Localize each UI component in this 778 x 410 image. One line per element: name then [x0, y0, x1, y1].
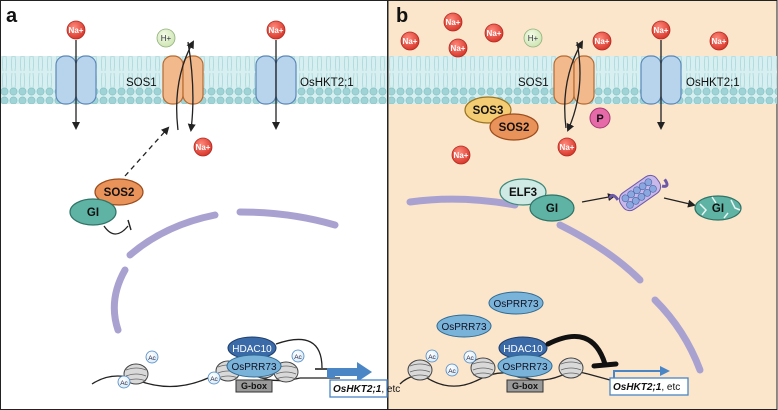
sodium-ion: Na+	[443, 12, 463, 32]
sos1-transporter-a	[162, 40, 204, 132]
gi-b	[529, 194, 575, 222]
g-box-b	[506, 379, 544, 393]
sodium-ion: Na+	[266, 20, 286, 40]
svg-text:Na+: Na+	[403, 37, 418, 46]
free-osprr73-label: OsPRR73	[493, 299, 538, 310]
repression-bar-b	[591, 361, 619, 369]
svg-text:H+: H+	[161, 34, 172, 43]
sodium-ion: Na+	[451, 145, 471, 165]
sos1-label-a: SOS1	[126, 77, 157, 89]
gene-box-b	[609, 377, 689, 396]
svg-text:Na+: Na+	[654, 26, 669, 35]
sodium-ion: Na+	[592, 31, 612, 51]
acetyl-tag: Ac	[117, 375, 131, 389]
panel-a-letter: a	[6, 5, 18, 27]
svg-text:Na+: Na+	[454, 151, 469, 160]
repression-line-b	[545, 334, 608, 367]
acetyl-tag: Ac	[463, 350, 477, 364]
proton-ion: H+	[156, 28, 176, 48]
svg-text:Na+: Na+	[269, 26, 284, 35]
elf3-b	[499, 178, 547, 206]
svg-text:Ac: Ac	[448, 368, 456, 375]
gene-label-b: OsHKT2;1, etc	[613, 382, 680, 393]
acetyl-tag: Ac	[207, 371, 221, 385]
nucleus-envelope-b	[406, 195, 704, 374]
sos2-gi-complex-a	[69, 178, 144, 235]
oshkt-label-a: OsHKT2;1	[300, 77, 354, 89]
activation-arrow-dashed	[124, 126, 170, 177]
svg-text:Na+: Na+	[451, 44, 466, 53]
sodium-ion: Na+	[484, 23, 504, 43]
osprr73-label-b: OsPRR73	[502, 362, 547, 373]
proton-ion: H+	[523, 28, 543, 48]
sodium-ion: Na+	[193, 137, 213, 157]
nucleus-envelope-a	[110, 208, 339, 334]
svg-text:Ac: Ac	[466, 355, 474, 362]
degraded-gi-label: GI	[712, 203, 724, 215]
g-box-label-a: G-box	[241, 381, 267, 391]
oshkt-channel-b	[640, 40, 682, 130]
sodium-ion: Na+	[400, 31, 420, 51]
sodium-ion: Na+	[448, 38, 468, 58]
hdac10-label-b: HDAC10	[503, 344, 543, 355]
svg-text:Na+: Na+	[712, 37, 727, 46]
svg-text:Na+: Na+	[487, 29, 502, 38]
g-box-label-b: G-box	[512, 381, 538, 391]
acetyl-tag: Ac	[425, 349, 439, 363]
svg-text:Ac: Ac	[210, 376, 218, 383]
svg-text:Na+: Na+	[595, 37, 610, 46]
svg-text:Na+: Na+	[196, 143, 211, 152]
sodium-ion: Na+	[557, 137, 577, 157]
gene-arrow-a	[327, 362, 372, 382]
gi-label-a: GI	[87, 207, 99, 219]
degradation-arrow-2	[663, 197, 696, 208]
gene-box-a	[329, 379, 388, 398]
acetyl-tag: Ac	[291, 349, 305, 363]
sodium-ion: Na+	[651, 20, 671, 40]
repression-line-a	[275, 338, 323, 369]
sodium-ion: Na+	[709, 31, 729, 51]
svg-text:Ac: Ac	[148, 355, 156, 362]
free-osprr73	[488, 291, 544, 315]
svg-text:Na+: Na+	[560, 143, 575, 152]
panel-b-letter: b	[396, 5, 408, 27]
acetyl-tag: Ac	[145, 350, 159, 364]
phospho-label: P	[596, 113, 603, 125]
hdac10-label-a: HDAC10	[232, 344, 272, 355]
sos1-label-b: SOS1	[518, 77, 549, 89]
sos2-label-a: SOS2	[104, 187, 135, 199]
svg-text:H+: H+	[528, 34, 539, 43]
channel-a-left	[55, 40, 97, 130]
osprr73-a	[226, 354, 282, 378]
svg-text:Ac: Ac	[428, 354, 436, 361]
svg-text:Na+: Na+	[69, 26, 84, 35]
degraded-gi-icon	[694, 195, 742, 221]
elf3-label-b: ELF3	[509, 187, 537, 199]
sodium-ion: Na+	[66, 20, 86, 40]
osprr73-b	[497, 354, 553, 378]
gi-label-b: GI	[546, 203, 558, 215]
sos2-label-b: SOS2	[499, 122, 530, 134]
phospho-group	[589, 107, 611, 129]
gene-arrow-b	[613, 366, 670, 378]
osprr73-label-a: OsPRR73	[231, 362, 276, 373]
sos2-b	[489, 113, 539, 141]
svg-text:Na+: Na+	[446, 18, 461, 27]
sos1-transporter-b	[553, 40, 595, 132]
acetyl-tag: Ac	[445, 363, 459, 377]
free-osprr73-label: OsPRR73	[441, 322, 486, 333]
g-box-a	[235, 379, 273, 393]
sos3-label-b: SOS3	[473, 105, 504, 117]
oshkt-channel-a	[255, 40, 297, 130]
gene-label-a: OsHKT2;1, etc	[333, 384, 400, 395]
svg-text:Ac: Ac	[294, 354, 302, 361]
oshkt-label-b: OsHKT2;1	[686, 77, 740, 89]
proteasome-icon	[608, 174, 669, 212]
free-osprr73	[436, 314, 492, 338]
svg-text:Ac: Ac	[120, 380, 128, 387]
